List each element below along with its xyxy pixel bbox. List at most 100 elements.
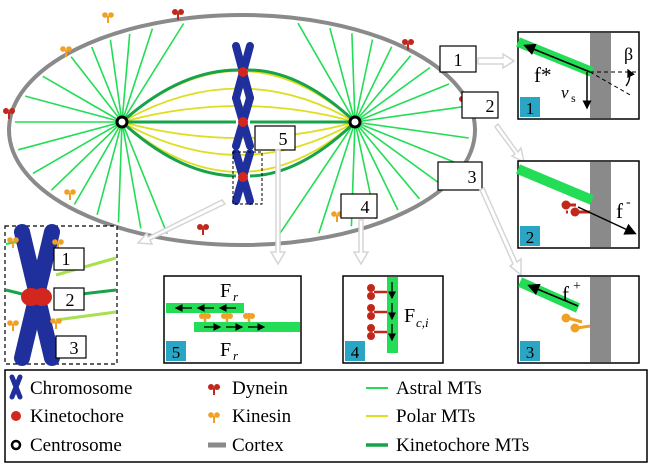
legend-kinetochore-mts: Kinetochore MTs — [366, 435, 529, 456]
svg-text:β: β — [624, 44, 633, 64]
svg-text:f*: f* — [534, 63, 552, 87]
legend-kinesin: Kinesin — [207, 406, 292, 427]
callout-5: 5 — [254, 125, 296, 151]
astral-mt-left-12 — [73, 121, 123, 205]
svg-text:Chromosome: Chromosome — [30, 378, 132, 399]
svg-text:2: 2 — [486, 96, 495, 116]
astral-mt-right-12 — [354, 121, 441, 185]
astral-mt-left-1 — [70, 56, 123, 123]
centrosome-right — [348, 115, 362, 129]
svg-text:1: 1 — [62, 249, 71, 269]
svg-text:Cortex: Cortex — [232, 435, 284, 456]
astral-mt-right-8 — [354, 83, 450, 123]
chromosome-3 — [232, 149, 254, 205]
kinetochore-mts — [120, 68, 357, 178]
svg-text:+: + — [573, 279, 581, 294]
legend-polar-mts: Polar MTs — [366, 406, 475, 427]
zoom-callout-1: 1 — [53, 247, 85, 271]
cortex — [7, 13, 477, 247]
astral-mt-left-17 — [121, 23, 185, 123]
astral-mt-right-10 — [354, 121, 469, 139]
svg-text:-: - — [626, 195, 631, 210]
svg-text:5: 5 — [172, 343, 181, 362]
svg-text:4: 4 — [361, 197, 370, 217]
legend-chromosome: Chromosome — [9, 374, 132, 400]
svg-text:c,i: c,i — [416, 315, 429, 330]
svg-text:r: r — [233, 348, 239, 363]
svg-text:1: 1 — [454, 50, 463, 70]
astral-mt-left-11 — [50, 121, 123, 191]
svg-text:f: f — [562, 282, 569, 306]
svg-text:3: 3 — [70, 338, 79, 358]
legend-centrosome: Centrosome — [10, 435, 122, 456]
astral-mt-right-18 — [275, 121, 356, 239]
svg-text:4: 4 — [351, 343, 360, 362]
astral-mt-right-6 — [354, 55, 412, 123]
svg-text:Centrosome: Centrosome — [30, 435, 122, 456]
astral-mt-left-3 — [109, 39, 123, 123]
legend-astral-mts: Astral MTs — [366, 378, 482, 399]
svg-text:F: F — [220, 339, 231, 361]
panel-4: F c,i 4 — [342, 275, 444, 364]
astral-mt-left-2 — [90, 46, 123, 123]
svg-text:f: f — [616, 199, 623, 223]
svg-text:3: 3 — [468, 167, 477, 187]
panel-5: F r F r 5 — [163, 275, 302, 364]
zoom-region-5 — [232, 151, 263, 205]
astral-mt-right-11 — [354, 121, 459, 165]
svg-text:F: F — [220, 280, 231, 302]
legend-cortex: Cortex — [208, 435, 284, 456]
astral-mt-right-7 — [354, 66, 431, 123]
astral-mt-left-10 — [32, 121, 123, 175]
legend: Chromosome Kinetochore Centrosome Dynein… — [4, 369, 648, 463]
callout-3: 3 — [437, 161, 483, 191]
astral-mt-right-3 — [351, 33, 356, 123]
zoomed-chromosome-panel: 1 2 3 — [4, 224, 118, 366]
astral-mt-right-2 — [329, 27, 356, 123]
svg-text:Dynein: Dynein — [232, 378, 288, 399]
callout-2: 2 — [461, 91, 499, 119]
cell: 1 2 3 4 5 — [2, 8, 499, 247]
astral-mts-right — [275, 22, 469, 239]
astral-mts-left — [14, 23, 185, 234]
svg-text:Polar MTs: Polar MTs — [396, 406, 475, 427]
astral-mt-left-4 — [121, 33, 131, 123]
astral-mt-right-13 — [354, 121, 421, 200]
zoom-callout-2: 2 — [53, 287, 85, 311]
svg-text:Kinetochore MTs: Kinetochore MTs — [396, 435, 529, 456]
chromosome-1 — [232, 42, 254, 102]
chromosome-2 — [232, 94, 254, 150]
astral-mt-right-5 — [354, 46, 393, 123]
astral-mt-left-5 — [121, 28, 154, 123]
pointer-arrows — [136, 52, 526, 277]
svg-text:Kinesin: Kinesin — [232, 406, 292, 427]
svg-text:Kinetochore: Kinetochore — [30, 406, 124, 427]
legend-dynein: Dynein — [207, 378, 288, 399]
astral-mt-left-6 — [42, 75, 123, 123]
zoom-callout-3: 3 — [55, 335, 87, 359]
svg-text:5: 5 — [279, 129, 288, 149]
svg-text:s: s — [571, 91, 576, 105]
svg-text:r: r — [233, 289, 239, 304]
panel-3: f + 3 — [517, 275, 640, 364]
svg-text:Astral MTs: Astral MTs — [396, 378, 482, 399]
astral-mt-left-16 — [121, 121, 168, 234]
centrosome-left — [115, 115, 129, 129]
astral-mt-right-1 — [297, 22, 356, 123]
svg-text:F: F — [404, 305, 415, 327]
astral-mt-left-13 — [96, 121, 123, 216]
astral-mt-left-7 — [24, 95, 123, 123]
astral-mt-left-14 — [117, 121, 123, 223]
svg-text:2: 2 — [66, 290, 75, 310]
panel-1: f* v s β 1 — [516, 31, 640, 120]
callout-4: 4 — [340, 193, 378, 219]
astral-mt-right-17 — [318, 121, 356, 234]
astral-mt-left-15 — [121, 121, 142, 229]
astral-mt-right-9 — [354, 105, 465, 123]
legend-kinetochore: Kinetochore — [11, 406, 124, 427]
astral-mt-right-14 — [354, 121, 399, 211]
panel-2: f - 2 — [516, 160, 640, 249]
callout-1: 1 — [439, 45, 477, 73]
svg-text:v: v — [561, 83, 569, 102]
